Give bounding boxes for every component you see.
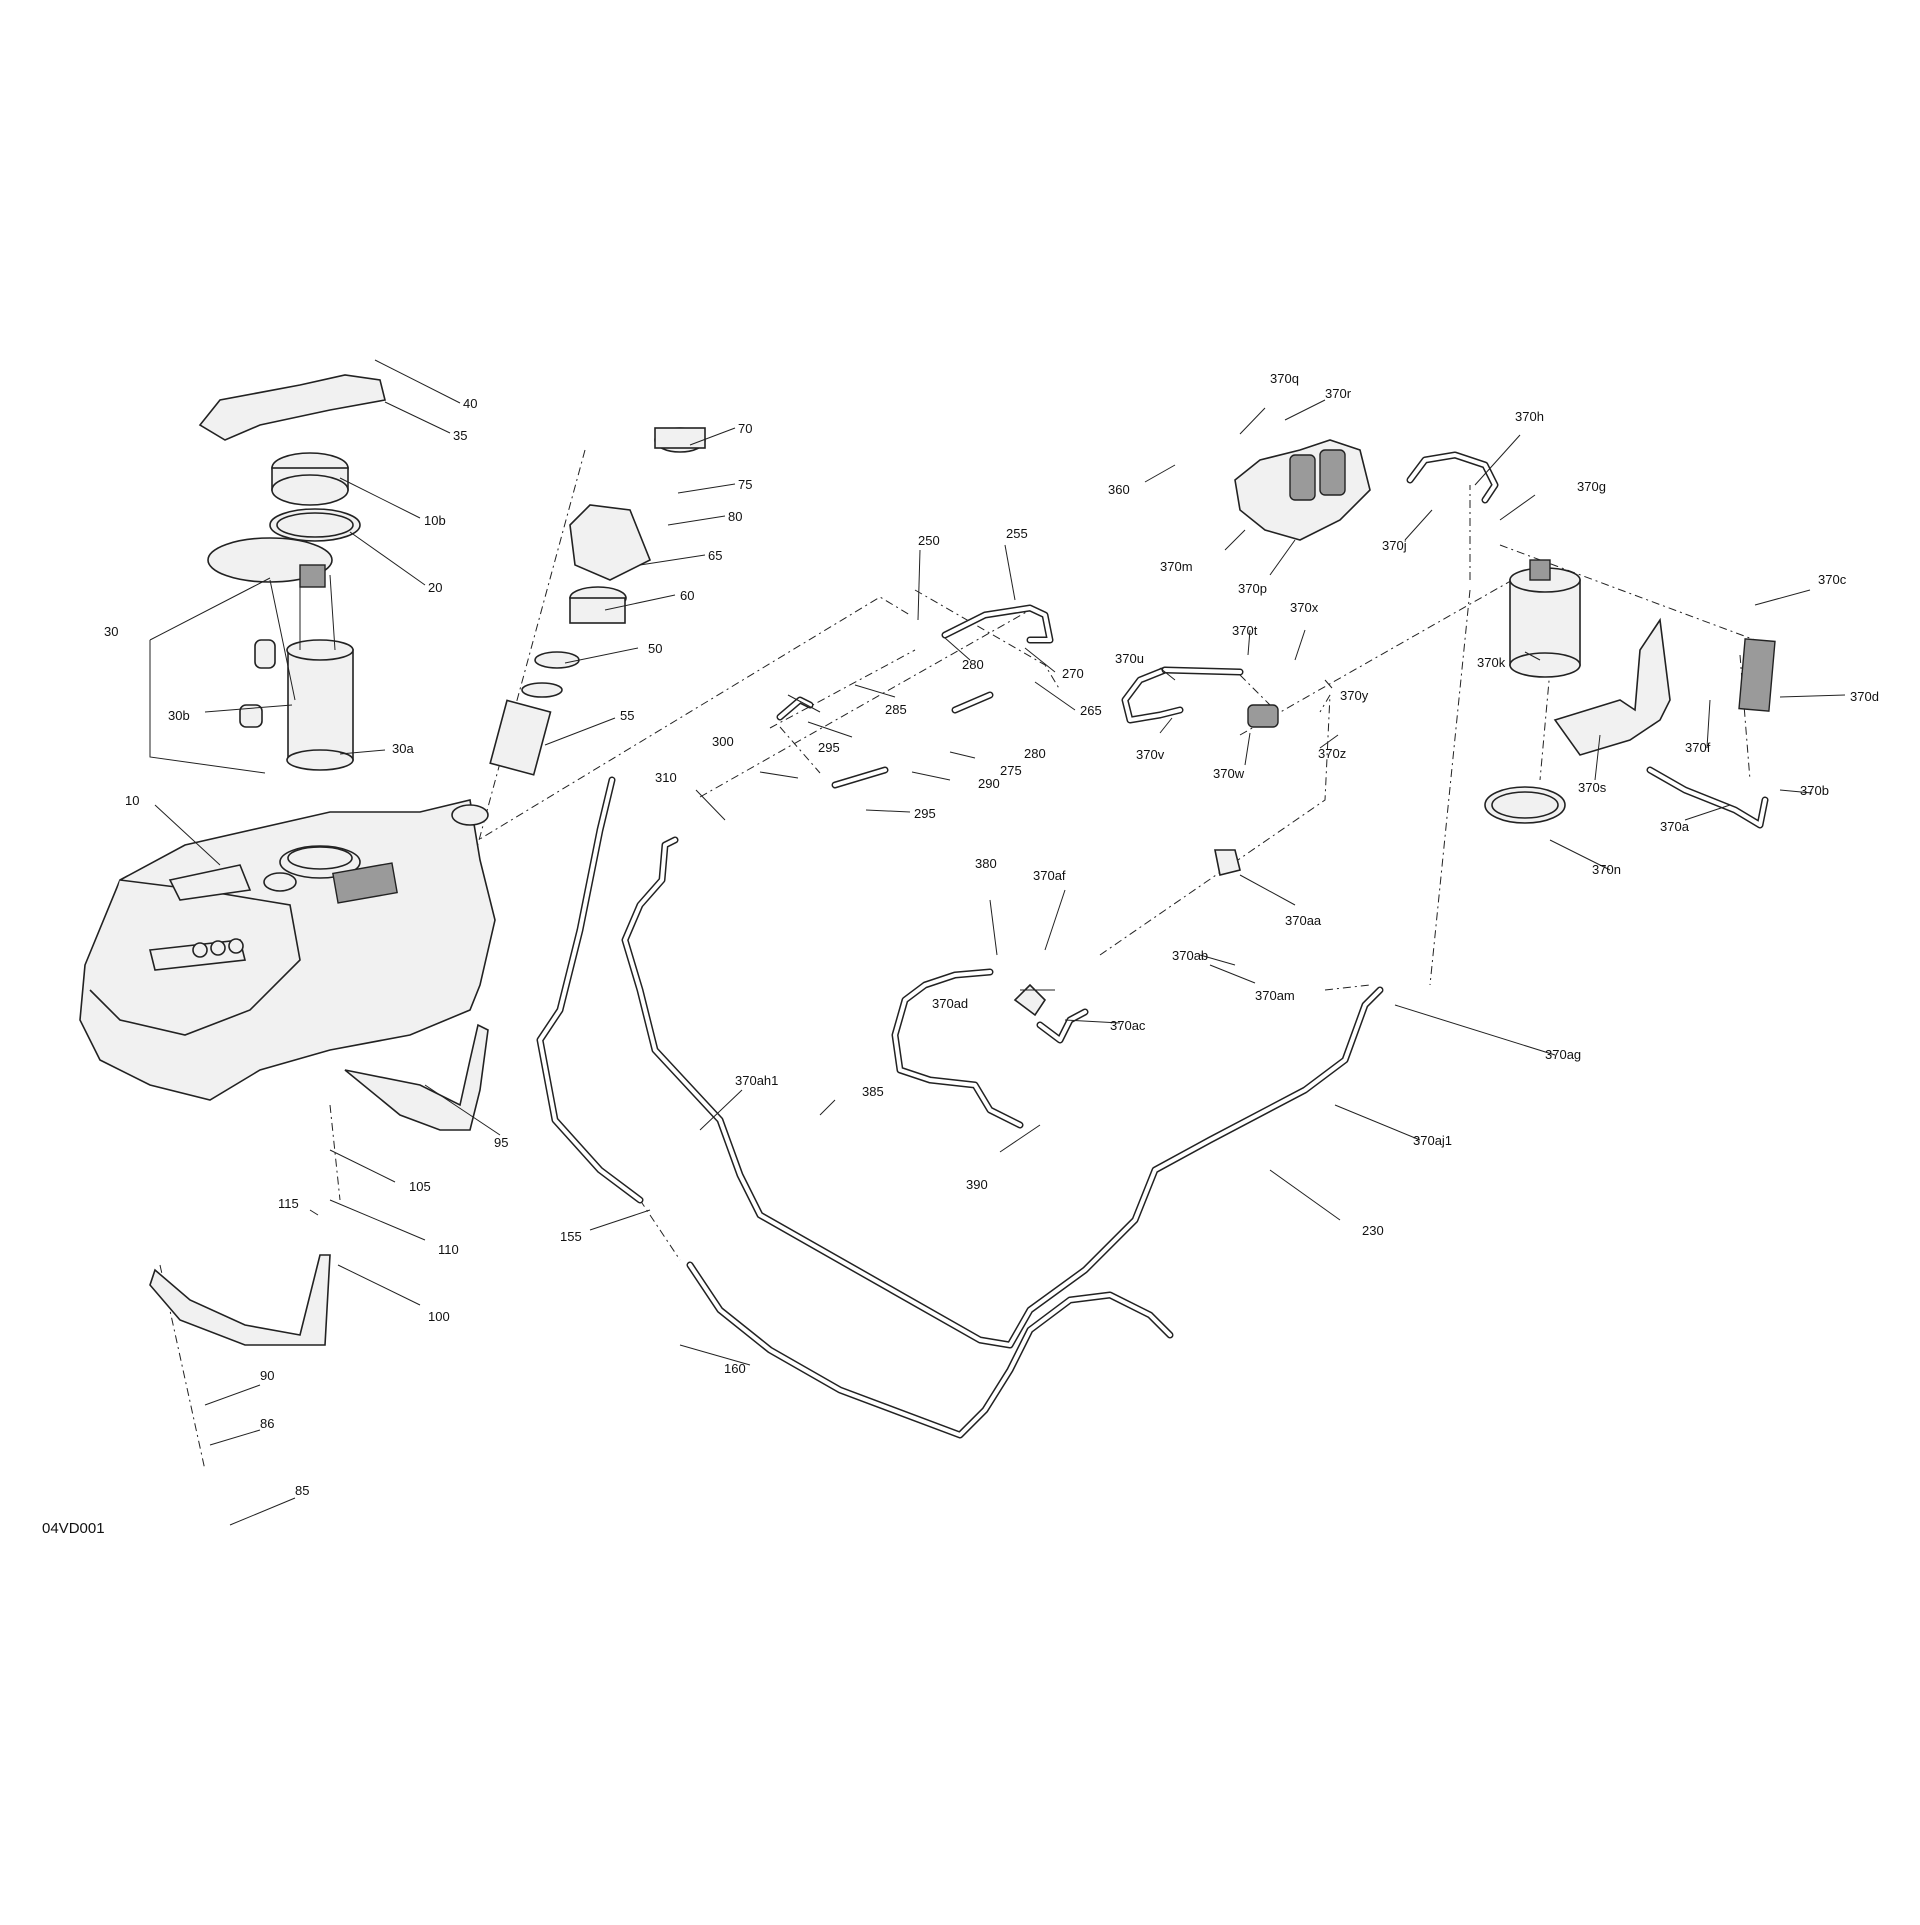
callout-385: 385 xyxy=(862,1084,884,1099)
callout-50: 50 xyxy=(648,641,662,656)
callout-265: 265 xyxy=(1080,703,1102,718)
callout-370a: 370a xyxy=(1660,819,1690,834)
callout-310: 310 xyxy=(655,770,677,785)
callout-labels: 40 35 10b 20 30 30b 30a 10 70 75 80 65 6… xyxy=(42,371,1879,1537)
fuel-pump-module xyxy=(207,537,354,771)
callout-370t: 370t xyxy=(1232,623,1258,638)
rollover-valve xyxy=(1214,849,1241,876)
canister-clamp xyxy=(1484,786,1566,824)
filler-cap-assembly xyxy=(489,427,706,776)
figure-code: 04VD001 xyxy=(42,1520,105,1537)
callout-60: 60 xyxy=(680,588,694,603)
callout-230: 230 xyxy=(1362,1223,1384,1238)
callout-75: 75 xyxy=(738,477,752,492)
canister-holder xyxy=(1738,638,1776,712)
callout-370h: 370h xyxy=(1515,409,1544,424)
callout-70: 70 xyxy=(738,421,752,436)
vent-valve xyxy=(1247,704,1279,728)
callout-10b: 10b xyxy=(424,513,446,528)
callout-370c: 370c xyxy=(1818,572,1847,587)
callout-370v: 370v xyxy=(1136,747,1165,762)
callout-105: 105 xyxy=(409,1179,431,1194)
callout-370am: 370am xyxy=(1255,988,1295,1003)
callout-65: 65 xyxy=(708,548,722,563)
callout-80: 80 xyxy=(728,509,742,524)
callout-370p: 370p xyxy=(1238,581,1267,596)
callout-300: 300 xyxy=(712,734,734,749)
gasket-ring xyxy=(269,508,361,542)
callout-390: 390 xyxy=(966,1177,988,1192)
callout-55: 55 xyxy=(620,708,634,723)
callout-370aj1: 370aj1 xyxy=(1413,1133,1452,1148)
callout-95: 95 xyxy=(494,1135,508,1150)
callout-370ad: 370ad xyxy=(932,996,968,1011)
callout-370w: 370w xyxy=(1213,766,1245,781)
callout-leaders xyxy=(149,359,1846,1526)
callout-370q: 370q xyxy=(1270,371,1299,386)
callout-370aa: 370aa xyxy=(1285,913,1322,928)
callout-295a: 295 xyxy=(818,740,840,755)
purge-valve-bracket xyxy=(1234,439,1371,541)
callout-285: 285 xyxy=(885,702,907,717)
callout-360: 360 xyxy=(1108,482,1130,497)
callout-30: 30 xyxy=(104,624,118,639)
callout-155: 155 xyxy=(560,1229,582,1244)
callout-86: 86 xyxy=(260,1416,274,1431)
fuel-tank xyxy=(79,799,496,1101)
callout-100: 100 xyxy=(428,1309,450,1324)
fuel-lines xyxy=(536,451,1769,1439)
callout-290: 290 xyxy=(978,776,1000,791)
callout-270: 270 xyxy=(1062,666,1084,681)
callout-115: 115 xyxy=(278,1196,299,1211)
callout-370y: 370y xyxy=(1340,688,1369,703)
bracket-100 xyxy=(149,1254,331,1346)
callout-370ac: 370ac xyxy=(1110,1018,1146,1033)
callout-280b: 280 xyxy=(1024,746,1046,761)
callout-370af: 370af xyxy=(1033,868,1066,883)
callout-275: 275 xyxy=(1000,763,1022,778)
callout-35: 35 xyxy=(453,428,467,443)
callout-295b: 295 xyxy=(914,806,936,821)
callout-370ab: 370ab xyxy=(1172,948,1208,963)
callout-20: 20 xyxy=(428,580,442,595)
callout-370r: 370r xyxy=(1325,386,1352,401)
callout-160: 160 xyxy=(724,1361,746,1376)
callout-380: 380 xyxy=(975,856,997,871)
callout-370j: 370j xyxy=(1382,538,1407,553)
callout-250: 250 xyxy=(918,533,940,548)
canister-bracket xyxy=(1553,617,1671,756)
callout-370z: 370z xyxy=(1318,746,1346,761)
callout-30a: 30a xyxy=(392,741,414,756)
evap-canister xyxy=(1509,559,1581,678)
tank-strap-cover-top xyxy=(198,374,386,441)
callout-370ag: 370ag xyxy=(1545,1047,1581,1062)
callout-110: 110 xyxy=(438,1242,459,1257)
callout-40: 40 xyxy=(463,396,477,411)
callout-370ah1: 370ah1 xyxy=(735,1073,778,1088)
callout-255: 255 xyxy=(1006,526,1028,541)
callout-370b: 370b xyxy=(1800,783,1829,798)
callout-280a: 280 xyxy=(962,657,984,672)
callout-370k: 370k xyxy=(1477,655,1506,670)
callout-90: 90 xyxy=(260,1368,274,1383)
callout-370d: 370d xyxy=(1850,689,1879,704)
lock-ring xyxy=(271,452,349,506)
callout-30b: 30b xyxy=(168,708,190,723)
callout-370s: 370s xyxy=(1578,780,1607,795)
callout-370n: 370n xyxy=(1592,862,1621,877)
callout-10: 10 xyxy=(125,793,139,808)
callout-370f: 370f xyxy=(1685,740,1711,755)
callout-370x: 370x xyxy=(1290,600,1319,615)
callout-370u: 370u xyxy=(1115,651,1144,666)
callout-370m: 370m xyxy=(1160,559,1193,574)
callout-370g: 370g xyxy=(1577,479,1606,494)
callout-85: 85 xyxy=(295,1483,309,1498)
